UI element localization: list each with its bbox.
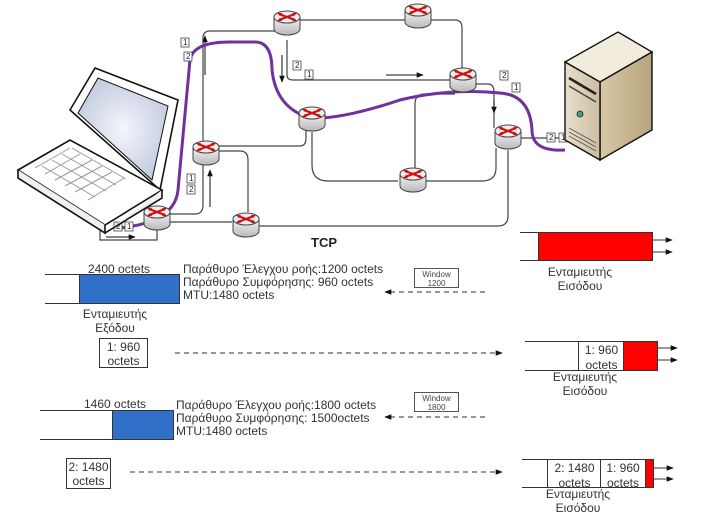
- sender-buffer-size-label: 1460 octets: [84, 397, 147, 411]
- receiver-buffer-name: Ενταμιευτής Εισόδου: [540, 265, 620, 293]
- buffer-name-line: Ενταμιευτής: [545, 487, 611, 501]
- segment-id: 2: 1480: [68, 460, 109, 474]
- transmission-arrows: [130, 289, 503, 475]
- buffer-name-line: Εισόδου: [562, 384, 608, 398]
- cell-line: 1: 960: [584, 343, 619, 357]
- router-icon: [142, 204, 172, 232]
- routers: [142, 2, 523, 239]
- cell-line: octets: [606, 476, 639, 490]
- window-info-2: Παράθυρο Έλεγχου ροής:1800 octets Παράθυ…: [176, 399, 376, 438]
- buffer-name-line: Εξόδου: [95, 321, 135, 335]
- tag-1: 1: [186, 173, 196, 184]
- svg-text:2: 2: [549, 133, 554, 142]
- tag-1: 1: [304, 69, 314, 80]
- receiver-buffer-fill: [623, 341, 658, 371]
- segment-box-1: 1: 960 octets: [99, 338, 148, 368]
- tag-2: 2: [186, 184, 196, 195]
- mtu: MTU:1480 octets: [176, 424, 268, 438]
- receiver-buffer-fill: [538, 232, 653, 261]
- server-icon: [563, 31, 654, 162]
- sender-buffer-fill: [112, 410, 174, 440]
- diagram-title: TCP: [311, 235, 337, 250]
- segment-unit: octets: [107, 354, 140, 368]
- buffer-name-line: Εισόδου: [557, 279, 603, 293]
- svg-text:2: 2: [502, 71, 507, 80]
- svg-text:1: 1: [183, 38, 188, 47]
- receiver-buffer-name: Ενταμιευτής Εισόδου: [538, 487, 618, 515]
- svg-text:2: 2: [189, 185, 194, 194]
- cell-line: octets: [585, 358, 618, 372]
- receiver-buffer-cell: 1: 960 octets: [600, 459, 645, 490]
- router-icon: [448, 66, 478, 94]
- router-icon: [493, 123, 523, 151]
- window-ack-box-1: Window 1200: [414, 268, 459, 288]
- window-label: Window: [422, 394, 451, 403]
- tag-2: 2: [546, 132, 556, 143]
- network-links: [99, 19, 565, 241]
- flow-control-window: Παράθυρο Έλεγχου ροής:1800 octets: [176, 398, 377, 412]
- flow-control-window: Παράθυρο Έλεγχου ροής:1200 octets: [183, 262, 384, 276]
- svg-text:2: 2: [186, 52, 191, 61]
- receiver-buffer-bottom-line: [522, 487, 654, 488]
- buffer-name-line: Ενταμιευτής: [82, 307, 148, 321]
- sender-buffer-top-line: [40, 410, 174, 411]
- window-value: 1800: [427, 403, 446, 412]
- receiver-buffer-name: Ενταμιευτής Εισόδου: [545, 370, 625, 398]
- segment-id: 1: 960: [106, 340, 141, 354]
- buffer-name-line: Εισόδου: [555, 501, 601, 515]
- router-icon: [231, 211, 261, 239]
- sender-buffer-name: Ενταμιευτής Εξόδου: [75, 307, 155, 335]
- window-ack-box-2: Window 1800: [414, 392, 459, 412]
- svg-text:1: 1: [189, 174, 194, 183]
- tag-1: 1: [124, 221, 134, 232]
- sender-buffer-fill: [79, 274, 180, 304]
- flow-arrows: [106, 35, 497, 240]
- svg-text:1: 1: [127, 222, 132, 231]
- laptop-icon: [16, 67, 179, 235]
- congestion-window: Παράθυρο Συμφόρησης: 960 octets: [183, 275, 374, 289]
- receiver-buffer-cell: 1: 960 octets: [578, 341, 624, 372]
- buffer-name-line: Ενταμιευτής: [552, 370, 618, 384]
- cell-line: 2: 1480: [554, 461, 595, 475]
- cell-line: octets: [558, 476, 591, 490]
- router-icon: [272, 9, 302, 37]
- window-label: Window: [422, 270, 451, 279]
- receiver-buffer-fill: [645, 459, 654, 488]
- receiver-buffer-bottom-line: [525, 370, 658, 371]
- receiver-buffer-top-line: [522, 459, 654, 460]
- tag-1: 1: [180, 37, 190, 48]
- svg-text:1: 1: [307, 70, 312, 79]
- router-icon: [297, 105, 327, 133]
- tag-2: 2: [292, 60, 302, 71]
- receiver-buffer-top-line: [525, 341, 658, 342]
- congestion-window: Παράθυρο Συμφόρησης: 1500octets: [176, 411, 370, 425]
- sender-buffer-bottom-line: [40, 439, 174, 440]
- svg-text:2: 2: [295, 61, 300, 70]
- router-icon: [403, 2, 433, 30]
- router-icon: [398, 166, 428, 194]
- window-info-1: Παράθυρο Έλεγχου ροής:1200 octets Παράθυ…: [183, 263, 383, 302]
- cell-line: 1: 960: [606, 461, 640, 475]
- svg-text:2: 2: [116, 222, 121, 231]
- svg-text:1: 1: [514, 83, 519, 92]
- buffer-name-line: Ενταμιευτής: [547, 265, 613, 279]
- segment-box-2: 2: 1480 octets: [66, 458, 111, 489]
- router-icon: [191, 139, 221, 167]
- tag-1: 1: [511, 82, 521, 93]
- receiver-buffer-cell: 2: 1480 octets: [547, 459, 601, 490]
- svg-text:1: 1: [561, 133, 566, 142]
- tag-2: 2: [499, 70, 509, 81]
- tag-2: 2: [183, 51, 193, 62]
- window-value: 1200: [427, 279, 446, 288]
- receiver-output-arrows: [652, 237, 678, 482]
- sender-buffer-size-label: 2400 octets: [88, 262, 151, 276]
- mtu: MTU:1480 octets: [183, 288, 275, 302]
- segment-unit: octets: [72, 474, 105, 488]
